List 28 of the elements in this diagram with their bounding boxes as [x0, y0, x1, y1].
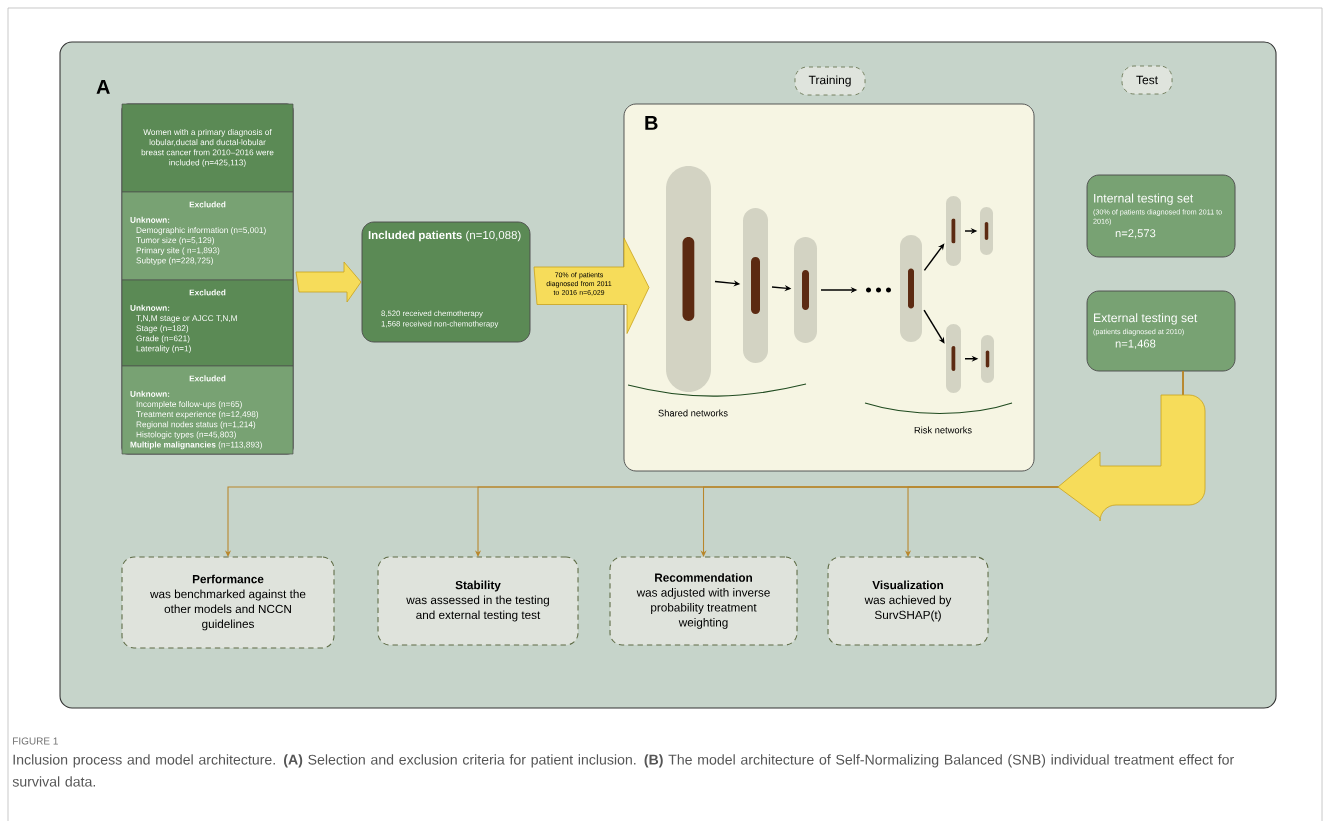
outcome-box: Stability was assessed in the testing and external testing test [377, 556, 579, 646]
network-label: Shared networks [658, 409, 728, 417]
network-label: Risk networks [914, 426, 972, 434]
outcome-box: Performance was benchmarked against the other models and NCCN guidelines [121, 556, 335, 649]
phase-tag: Test [1121, 65, 1173, 95]
outcome-box: Recommendation was adjusted with inverse probability treatment weighting [609, 556, 798, 646]
criteria-box: Excluded Unknown: Incomplete follow-ups (n=65) Treatment experience (n=12,498) Regional nodes status (n=1,214) Histologic types (n=45,803) Multiple malignancies (n=113,893) [121, 365, 294, 455]
block-arrow [533, 237, 650, 334]
network-layer [981, 335, 994, 383]
criteria-box: Excluded Unknown: Demographic information (n=5,001) Tumor size (n=5,129) Primary site ( n=1,893) Subtype (n=228,725) [121, 191, 294, 281]
phase-tag: Training [794, 66, 866, 96]
criteria-box: Excluded Unknown: T,N,M stage or AJCC T,N,M Stage (n=182) Grade (n=621) Laterality (n=1) [121, 279, 294, 367]
block-arrow [295, 261, 362, 303]
block-arrow [1057, 394, 1206, 522]
network-layer [794, 237, 817, 343]
network-layer [900, 235, 922, 342]
figure-label: FIGURE 1 [13, 737, 58, 745]
network-layer [666, 166, 711, 392]
caption: Inclusion process and model architecture. (A) Selection and exclusion criteria for patient inclusion. (B) The model architecture of Self-Normalizing Balanced (SNB) individual treatment effect for survival data. [12, 754, 1234, 787]
arrow [923, 309, 945, 344]
network-layer [980, 207, 993, 255]
network-layer [946, 196, 961, 266]
outcome-box: Visualization was achieved by SurvSHAP(t) [827, 556, 989, 646]
network-layer [946, 324, 961, 393]
ellipsis-dots [866, 287, 892, 293]
network-layer [743, 208, 768, 363]
arrow [923, 243, 945, 272]
criteria-box: Women with a primary diagnosis of lobular,ductal and ductal-lobular breast cancer from 2010–2016 were included (n=425,113) [121, 103, 294, 193]
